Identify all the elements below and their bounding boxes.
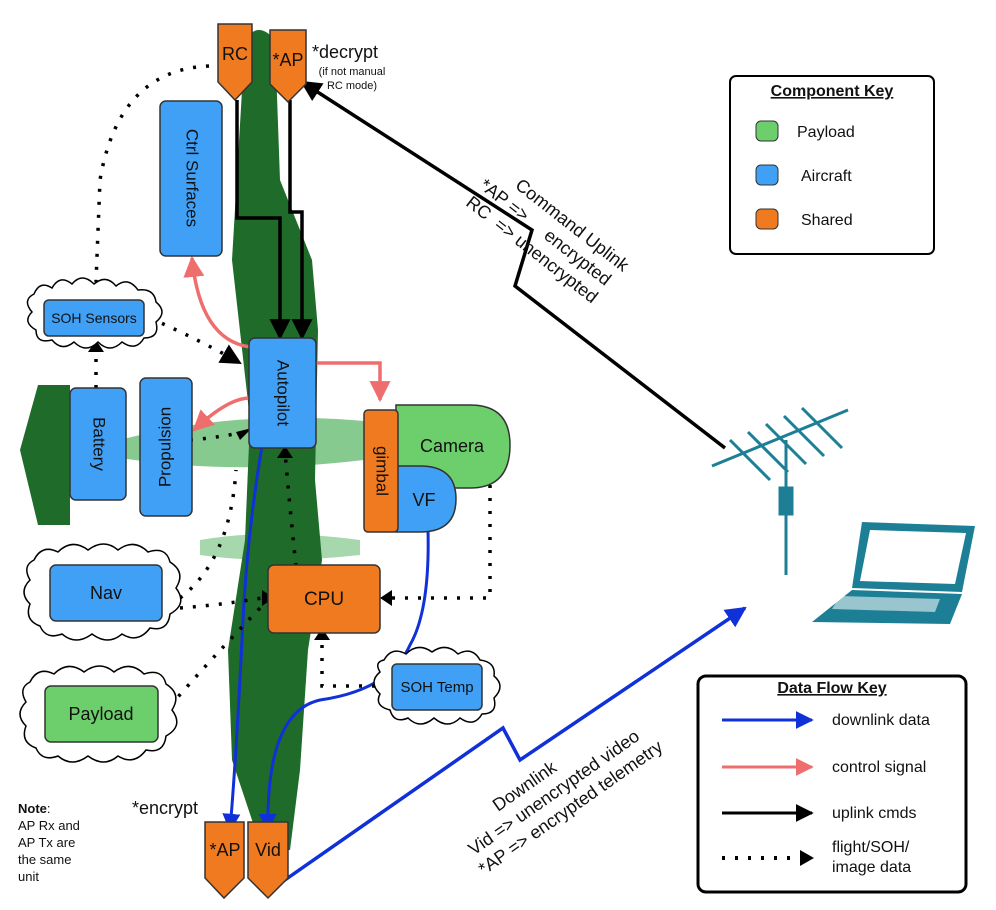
ap-bottom-node: *AP bbox=[204, 821, 245, 900]
propulsion-label: Propulsion bbox=[155, 407, 174, 487]
payload-swatch bbox=[755, 120, 779, 142]
rc-top-node: RC bbox=[217, 23, 253, 102]
vid-bottom-node: Vid bbox=[247, 821, 289, 900]
component-key-title: Component Key bbox=[771, 83, 894, 100]
ap-bottom-label: *AP bbox=[209, 840, 240, 860]
decrypt-annotation: *decrypt bbox=[312, 42, 378, 62]
payload-label: Payload bbox=[68, 704, 133, 724]
antenna-icon bbox=[711, 406, 849, 575]
key-shared-label: Shared bbox=[801, 212, 853, 229]
key-payload-label: Payload bbox=[797, 124, 855, 141]
ap-top-label: *AP bbox=[272, 50, 303, 70]
autopilot-to-ctrl-surfaces-arrow bbox=[183, 255, 251, 349]
downlink-line1: Vid => unencrypted video bbox=[465, 726, 643, 859]
ctrl-surfaces-label: Ctrl Surfaces bbox=[183, 129, 202, 227]
autopilot-to-gimbal-arrow bbox=[316, 361, 391, 403]
propulsion-to-autopilot-dotted bbox=[189, 430, 246, 442]
gimbal-node: gimbal bbox=[363, 409, 399, 533]
rc-to-soh-sensors-dotted bbox=[94, 64, 223, 283]
soh-sensors-node: SOH Sensors bbox=[26, 277, 163, 349]
soh-temp-node: SOH Temp bbox=[373, 646, 501, 725]
decrypt-note-line1: (if not manual bbox=[319, 66, 386, 78]
command-uplink-arrow bbox=[300, 80, 727, 450]
key-aircraft-label: Aircraft bbox=[801, 168, 852, 185]
key-control-label: control signal bbox=[832, 759, 926, 776]
vf-label: VF bbox=[412, 490, 435, 510]
encrypt-annotation: *encrypt bbox=[132, 798, 198, 818]
soh-sensors-to-autopilot-dotted bbox=[149, 316, 242, 365]
cpu-node: CPU bbox=[267, 564, 381, 634]
ctrl-surfaces-node: Ctrl Surfaces bbox=[159, 100, 223, 257]
vid-bottom-label: Vid bbox=[255, 840, 281, 860]
note-line2: AP Tx are bbox=[18, 835, 76, 850]
command-uplink-label-group: Command Uplink *AP => encrypted RC => un… bbox=[462, 175, 633, 307]
shared-swatch bbox=[755, 208, 779, 230]
vf-node: VF bbox=[395, 465, 457, 533]
note-line3: the same bbox=[18, 852, 72, 867]
rc-top-label: RC bbox=[222, 44, 248, 64]
component-key: Component Key Payload Aircraft Shared bbox=[729, 75, 935, 255]
decrypt-note-line2: RC mode) bbox=[327, 80, 377, 92]
key-dotted-label-2: image data bbox=[832, 859, 911, 876]
downlink-label-group: Downlink Vid => unencrypted video *AP =>… bbox=[465, 726, 667, 879]
nav-node: Nav bbox=[23, 543, 182, 641]
key-uplink-label: uplink cmds bbox=[832, 805, 916, 822]
autopilot-label: Autopilot bbox=[274, 360, 293, 426]
downlink-arrow bbox=[280, 606, 747, 884]
autopilot-node: Autopilot bbox=[248, 337, 317, 449]
nav-to-cpu-dotted bbox=[179, 596, 263, 610]
payload-to-cpu-dotted bbox=[168, 604, 264, 708]
note-line1: AP Rx and bbox=[18, 818, 80, 833]
soh-sensors-label: SOH Sensors bbox=[51, 310, 137, 326]
laptop-icon bbox=[812, 522, 975, 624]
cpu-label: CPU bbox=[304, 589, 344, 610]
camera-to-cpu-dotted bbox=[384, 485, 492, 600]
soh-temp-label: SOH Temp bbox=[400, 679, 473, 696]
propulsion-node: Propulsion bbox=[139, 377, 193, 517]
key-downlink-label: downlink data bbox=[832, 712, 930, 729]
battery-node: Battery bbox=[69, 387, 127, 501]
data-flow-key: Data Flow Key downlink data control sign… bbox=[696, 674, 968, 894]
autopilot-to-ap-tx-arrow bbox=[222, 445, 264, 832]
battery-label: Battery bbox=[90, 417, 109, 471]
payload-node: Payload bbox=[19, 665, 178, 763]
ap-top-node: *AP bbox=[269, 29, 307, 104]
key-dotted-label-1: flight/SOH/ bbox=[832, 839, 910, 856]
ap-to-autopilot-arrow bbox=[288, 100, 313, 341]
nav-to-autopilot-dotted bbox=[178, 469, 238, 600]
note-box: Note: AP Rx and AP Tx are the same unit bbox=[18, 800, 108, 885]
aircraft-swatch bbox=[755, 164, 779, 186]
note-line4: unit bbox=[18, 869, 39, 884]
camera-label: Camera bbox=[420, 436, 485, 456]
soh-temp-to-cpu-dotted bbox=[320, 636, 388, 688]
note-head: Note bbox=[18, 801, 47, 816]
rc-to-autopilot-arrow bbox=[235, 100, 291, 341]
data-flow-key-title: Data Flow Key bbox=[777, 680, 886, 697]
gimbal-label: gimbal bbox=[373, 446, 392, 496]
vf-to-vid-arrow bbox=[258, 529, 430, 832]
nav-label: Nav bbox=[90, 583, 122, 603]
autopilot-to-propulsion-arrow bbox=[192, 396, 251, 432]
